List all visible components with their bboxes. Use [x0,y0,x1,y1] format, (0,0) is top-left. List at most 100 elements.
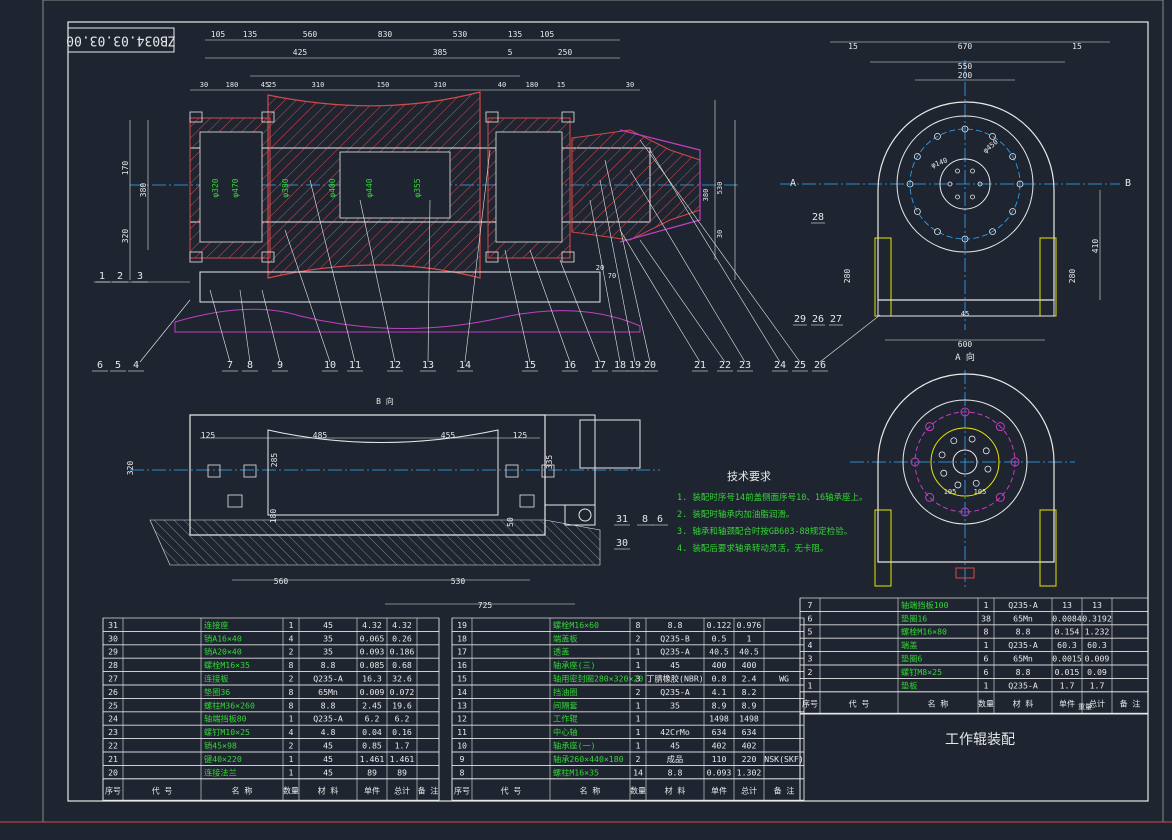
dim-right: 530 [716,182,724,195]
dim-top: 105 [211,30,226,39]
bom-cell: 2 [636,754,641,764]
bom-cell: 8.8 [321,660,336,670]
bom-cell: Q235-A [1008,600,1038,610]
dim-right: 20 [596,264,604,272]
bom-cell: 连接板 [204,674,229,684]
bom-cell: 螺柱M36×260 [204,700,255,710]
plan-dim: 335 [545,455,554,470]
bom-cell: 0.68 [392,660,412,670]
bom-cell: 0.8 [712,674,727,684]
bom-cell: 0.85 [362,741,382,751]
bom-header-cell: 单件 [1059,699,1075,709]
bom-header-cell: 总计 [741,786,757,796]
bom-cell: 1 [289,714,294,724]
a-view-label: A 向 [955,351,975,363]
bom-cell: 8.8 [1016,627,1031,637]
bom-cell: 6.2 [365,714,380,724]
bom-cell: 1 [636,714,641,724]
bom-cell: 402 [712,741,727,751]
dim-top: 135 [243,30,258,39]
shaft-diameter: φ400 [328,178,337,197]
bom-cell: 0.009 [360,687,385,697]
balloon-left: 6 [97,360,103,371]
bom-cell: 30 [108,633,118,643]
bom-cell: 25 [108,700,118,710]
bom-cell: 轴端挡板80 [204,714,247,724]
bom-cell: Q235-A [660,687,690,697]
bom-cell: 1498 [709,714,729,724]
plan-dim: 530 [451,577,466,586]
balloon-bottom: 10 [324,360,336,371]
bom-cell: 1.232 [1085,627,1110,637]
plan-base-hatch [149,519,601,566]
bom-cell: 89 [367,767,377,777]
bom-cell: 32.6 [392,674,412,684]
bom-cell: 丁腈橡胶(NBR) [646,674,703,684]
bom-header-cell: 材 料 [665,786,686,796]
tech-item: 1. 装配时序号14前盖侧面序号10、16轴承座上。 [677,492,868,503]
side-bolt-holes [906,125,1024,243]
bom-cell: 1 [636,727,641,737]
bom-cell: 45 [323,767,333,777]
dim-top: 425 [293,48,308,57]
bom-cell: 22 [108,741,118,751]
bom-cell: 间隔套 [553,700,578,710]
bom-cell: 42CrMo [660,727,690,737]
bom-header-cell: 数量 [283,786,299,796]
bom-cell: 16.3 [362,674,382,684]
balloon-top: 2 [117,271,123,282]
bom-cell: 端盖 [901,640,917,650]
bom-cell: 19.6 [392,700,412,710]
bom-cell: 0.065 [360,633,385,643]
bom-cell: 0.976 [737,620,762,630]
bom-cell: NSK(SKF) [764,754,803,764]
flange-outline [619,129,701,243]
dim-top: 30 [200,81,208,89]
bom-cell: 1 [808,680,813,690]
drawing-title: 工作辊装配 [945,732,1015,748]
bom-cell: 14 [633,767,643,777]
bom-cell: 垫圈6 [901,654,922,664]
bom-header-cell: 名 称 [928,699,949,709]
bom-cell: 轴承座(三) [553,660,596,670]
bom-cell: 45 [323,754,333,764]
balloon-bottom: 20 [644,360,656,371]
top-dimension-lines [190,39,640,91]
bom-cell: 10 [457,741,467,751]
dim-label: 280 [1068,269,1077,284]
bom-cell: Q235-A [313,714,343,724]
bom-cell: 2.45 [362,700,382,710]
bom-cell: 1.461 [360,754,385,764]
bom-cell: 8.2 [742,687,757,697]
shaft-diameter: φ440 [365,178,374,197]
bom-cell: 1 [636,700,641,710]
bom-cell: 8 [289,660,294,670]
dim-top: 250 [558,48,573,57]
bom-cell: 中心轴 [553,727,578,737]
dim-label: 15 [1072,42,1082,51]
dim-top: 830 [378,30,393,39]
balloon-plan: 6 [657,514,663,525]
bom-header-cell: 数量 [978,699,994,709]
bom-cell: 18 [457,633,467,643]
bom-cell: 60.3 [1057,640,1077,650]
balloon-left: 4 [133,360,139,371]
bom-header-cell: 总计 [1089,699,1105,709]
bom-cell: 螺钉M10×25 [204,727,250,737]
bom-cell: 1.302 [737,767,762,777]
tech-item: 4. 装配后要求轴承转动灵活，无卡阻。 [677,543,828,554]
balloon-bottom: 14 [459,360,471,371]
bom-header-cell: 单件 [364,786,380,796]
a-view-housing [877,373,1055,563]
bom-cell: 1.7 [1090,680,1105,690]
view-label-a: A [790,178,796,189]
dim-label: 15 [848,42,858,51]
balloon-bottom: 21 [694,360,706,371]
bom-cell: 6 [984,654,989,664]
bom-cell: 8.8 [1016,667,1031,677]
bom-cell: 1 [636,647,641,657]
bom-cell: 0.09 [1087,667,1107,677]
